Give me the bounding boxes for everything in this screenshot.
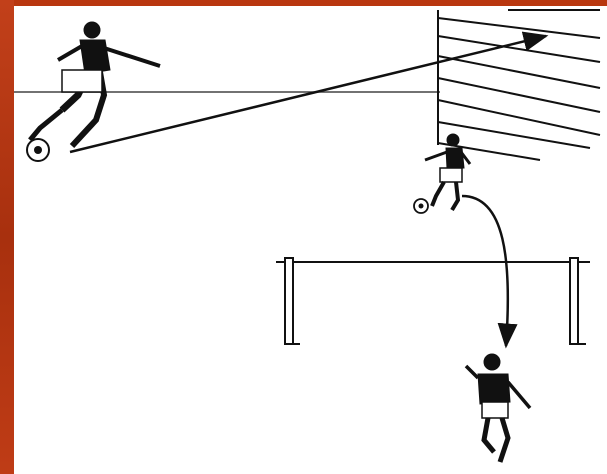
frame-left-stripe bbox=[0, 0, 14, 474]
running-player bbox=[466, 354, 530, 462]
pass-arrow-to-wall bbox=[70, 36, 546, 152]
illustration-canvas bbox=[14, 6, 607, 474]
ball-at-receiver bbox=[414, 199, 428, 213]
ball-at-kicker bbox=[27, 139, 49, 161]
small-goal bbox=[276, 258, 590, 344]
kicker-player bbox=[30, 22, 160, 146]
curved-run-arrow bbox=[462, 196, 508, 346]
drill-diagram bbox=[14, 6, 607, 474]
rebound-wall bbox=[438, 10, 600, 160]
